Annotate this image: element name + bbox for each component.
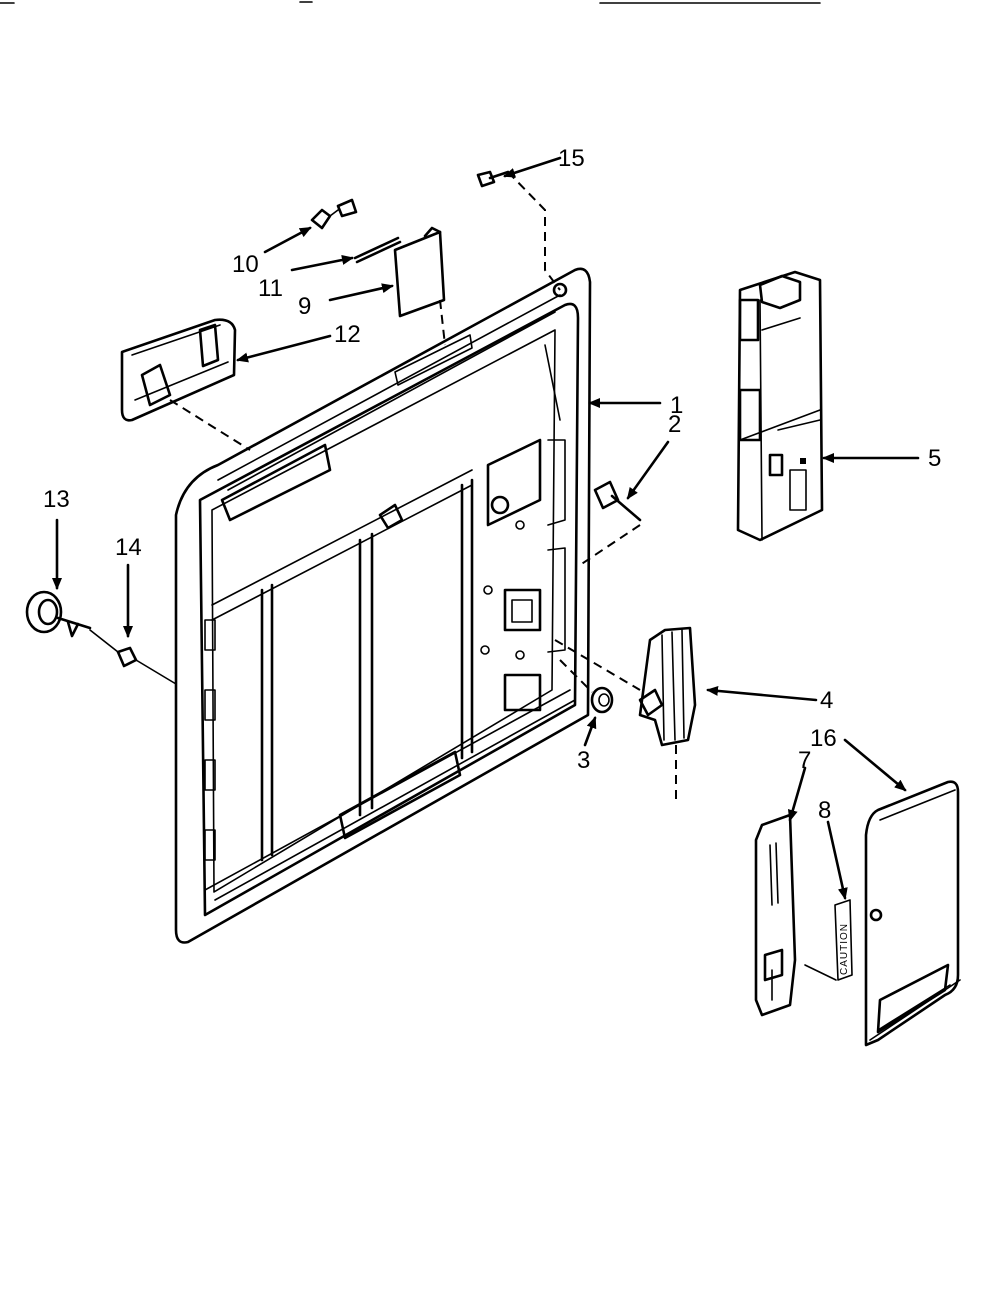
callout-13: 13 xyxy=(43,486,70,513)
callout-5: 5 xyxy=(928,445,941,472)
callout-2: 2 xyxy=(668,411,681,438)
callout-14: 14 xyxy=(115,534,142,561)
callout-7: 7 xyxy=(798,747,811,774)
part-12-handle-bracket xyxy=(120,318,251,451)
callout-9: 9 xyxy=(298,293,311,320)
part-3-grommet xyxy=(559,659,614,714)
part-2-latch xyxy=(579,480,642,566)
callout-16: 16 xyxy=(810,725,837,752)
part-7-rail xyxy=(754,813,797,1017)
part-10-clip xyxy=(310,198,358,230)
callout-4: 4 xyxy=(820,687,833,714)
callout-leaders xyxy=(52,156,920,900)
callout-15: 15 xyxy=(558,145,585,172)
part-8-label-text: CAUTION xyxy=(839,923,850,975)
callout-3: 3 xyxy=(577,747,590,774)
callout-labels: 1 2 3 4 5 7 8 9 10 11 12 13 14 15 16 xyxy=(43,145,941,824)
part-15-screw xyxy=(476,170,561,291)
top-edge-fragments xyxy=(0,1,821,4)
callout-10: 10 xyxy=(232,251,259,278)
part-9-cover xyxy=(393,226,446,346)
part-8-caution-label: CAUTION xyxy=(804,899,853,981)
callout-11: 11 xyxy=(258,275,283,302)
inner-door-panel xyxy=(174,267,592,944)
part-13-knob xyxy=(25,590,92,638)
callout-12: 12 xyxy=(334,321,361,348)
part-14-nut xyxy=(89,629,177,685)
part-5-dispenser xyxy=(736,270,824,542)
part-16-outer-panel xyxy=(864,780,961,1047)
callout-1: 1 xyxy=(670,392,683,419)
part-4-vent-assembly xyxy=(554,626,697,800)
part-11-pin xyxy=(353,236,402,264)
callout-8: 8 xyxy=(818,797,831,824)
